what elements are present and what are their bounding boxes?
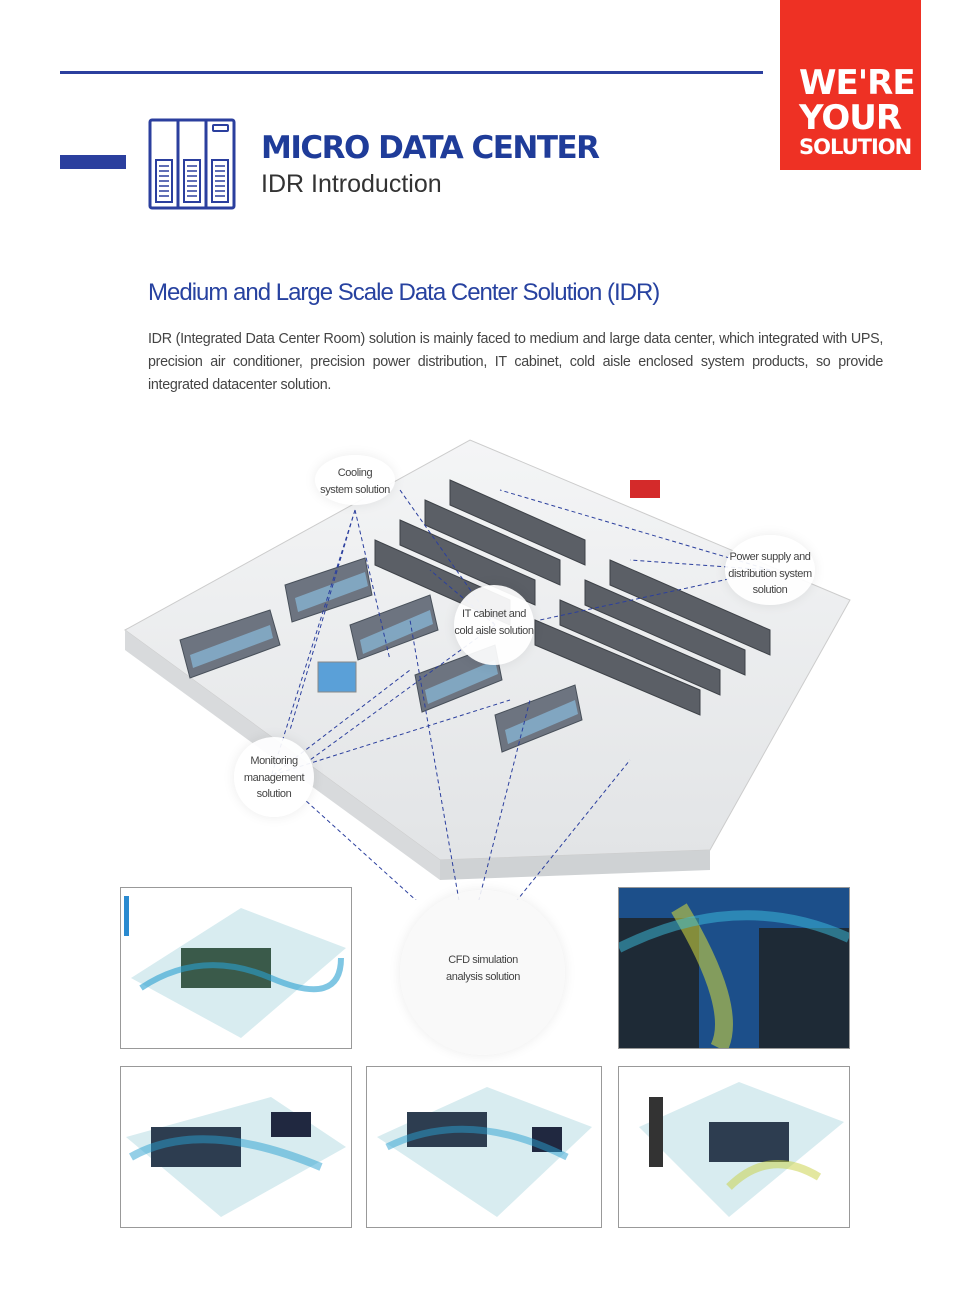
top-rule bbox=[60, 71, 763, 74]
it-cabinet-label-bubble bbox=[454, 585, 534, 665]
cfd-simulation-image-1 bbox=[120, 887, 352, 1049]
cfd-simulation-image-4 bbox=[366, 1066, 602, 1228]
cfd-label: CFD simulation analysis solution bbox=[423, 952, 543, 985]
monitoring-label: Monitoring management solution bbox=[224, 753, 324, 803]
accent-bar bbox=[60, 155, 126, 169]
cfd-simulation-image-5 bbox=[618, 1066, 850, 1228]
label-line: Monitoring bbox=[250, 755, 298, 767]
section-paragraph: IDR (Integrated Data Center Room) soluti… bbox=[148, 331, 883, 393]
cooling-label-bubble bbox=[315, 455, 395, 505]
label-line: management bbox=[243, 771, 305, 784]
label-line: cold aisle solution bbox=[454, 624, 534, 637]
label-line: IT cabinet and bbox=[462, 608, 526, 620]
monitoring-label-bubble bbox=[234, 737, 314, 817]
badge-line-2: YOUR bbox=[799, 98, 902, 138]
section-heading: Medium and Large Scale Data Center Solut… bbox=[148, 279, 660, 306]
cfd-simulation-image-3 bbox=[120, 1066, 352, 1228]
label-line: Cooling bbox=[337, 467, 373, 479]
data-center-floor-plan-illustration bbox=[110, 430, 870, 941]
label-line: analysis solution bbox=[446, 970, 520, 983]
badge-line-3: SOLUTION bbox=[799, 135, 912, 159]
label-line: solution bbox=[752, 584, 788, 596]
page-title: MICRO DATA CENTER bbox=[261, 130, 600, 166]
page-subtitle: IDR Introduction bbox=[261, 170, 442, 198]
power-supply-label: Power supply and distribution system sol… bbox=[715, 549, 825, 599]
it-cabinet-label: IT cabinet and cold aisle solution bbox=[444, 606, 544, 639]
power-label-bubble bbox=[725, 535, 815, 605]
cfd-label-bubble bbox=[400, 890, 565, 1055]
label-line: CFD simulation bbox=[448, 954, 518, 966]
label-line: solution bbox=[256, 788, 292, 800]
slogan-badge: WE'RE YOUR SOLUTION bbox=[780, 0, 921, 170]
label-line: distribution system bbox=[728, 567, 812, 580]
cooling-system-label: Cooling system solution bbox=[310, 465, 400, 498]
server-rack-icon bbox=[148, 118, 236, 210]
label-line: Power supply and bbox=[729, 551, 811, 563]
label-line: system solution bbox=[320, 483, 390, 496]
cfd-simulation-image-2 bbox=[618, 887, 850, 1049]
badge-line-1: WE'RE bbox=[799, 63, 916, 103]
